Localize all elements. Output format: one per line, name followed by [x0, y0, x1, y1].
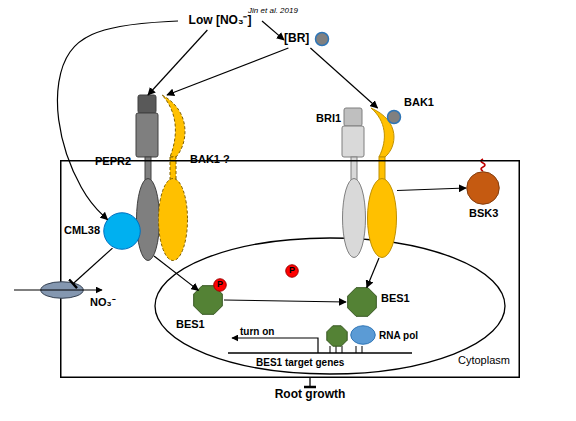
- node-label: P: [285, 264, 299, 278]
- activation-arrow: [167, 48, 288, 95]
- node-label: CML38: [64, 224, 100, 236]
- node-shape: [103, 212, 141, 250]
- node-shape: [158, 95, 188, 261]
- activation-arrow: [367, 258, 379, 288]
- node-label: NO₃⁻: [90, 296, 116, 308]
- cell-box: Cytoplasm CML38 BSK3BES1 P P BES1RNA pol: [60, 160, 520, 378]
- node-label: BAK1 ?: [190, 153, 230, 165]
- circle-outline: [286, 265, 299, 278]
- node-label: Cytoplasm: [458, 354, 510, 366]
- node-label: BES1: [381, 292, 410, 304]
- annotation-text: turn on: [240, 326, 274, 337]
- citation-label: Jin et al. 2019: [248, 7, 298, 16]
- hormone-molecule: [388, 111, 401, 124]
- promoter-ticks: [330, 346, 362, 353]
- node-label: Root growth: [268, 387, 352, 403]
- ellipse-outline: [351, 326, 376, 345]
- node-label: [BR]: [284, 32, 309, 45]
- node-shape: [350, 325, 376, 345]
- hormone-molecule: [316, 33, 329, 46]
- node-label: BES1: [176, 318, 205, 330]
- node-label: BSK3: [469, 207, 498, 219]
- circle-outline: [214, 279, 227, 292]
- octagon-outline: [348, 288, 377, 317]
- node-label: BAK1: [404, 96, 434, 108]
- activation-arrow: [310, 48, 377, 108]
- coreceptor-kinase: BAK1: [367, 108, 397, 258]
- activation-arrow: [397, 188, 466, 191]
- activation-arrow: [262, 21, 284, 40]
- nucleus-envelope: [155, 238, 505, 374]
- transcription-arrow: [232, 338, 318, 353]
- activation-arrow: [148, 30, 207, 95]
- receptor-kinase: BRI1: [342, 108, 366, 258]
- phosphate-circle: P: [213, 278, 227, 292]
- node-label: P: [213, 278, 227, 292]
- coreceptor-shape: [368, 108, 401, 258]
- receptor-shape: [342, 108, 366, 258]
- activation-arrow: [224, 300, 346, 302]
- calmodulin-circle: CML38: [103, 212, 141, 250]
- node-label: RNA pol: [379, 330, 418, 341]
- circle-outline: [104, 213, 141, 250]
- activation-arrow: [57, 21, 178, 220]
- node-shape: [342, 108, 366, 258]
- annotation-text: BES1 target genes: [256, 357, 344, 368]
- hormone-label: [BR]: [284, 30, 328, 48]
- coreceptor-shape: [159, 95, 188, 261]
- node-label: BRI1: [316, 112, 341, 124]
- node-shape: [346, 286, 378, 318]
- node-shape: [367, 108, 397, 258]
- kinase-circle: BSK3: [466, 171, 500, 205]
- polymerase-shape: RNA pol: [350, 325, 376, 345]
- circle-outline: [467, 172, 500, 205]
- gene-dna: [228, 352, 412, 354]
- transcription-factor: BES1: [346, 286, 378, 318]
- activation-arrow: [154, 256, 198, 290]
- node-shape: [466, 171, 500, 205]
- phosphate-circle: P: [285, 264, 299, 278]
- cell-outline: [61, 161, 520, 378]
- inhibition-line: [309, 378, 310, 387]
- bound-bes1: [327, 326, 347, 346]
- inhibition-line: [73, 248, 113, 284]
- nitrate-flux-arrow: [14, 289, 102, 290]
- coreceptor-kinase: BAK1 ?: [158, 95, 188, 261]
- output-label: Root growth: [268, 387, 352, 403]
